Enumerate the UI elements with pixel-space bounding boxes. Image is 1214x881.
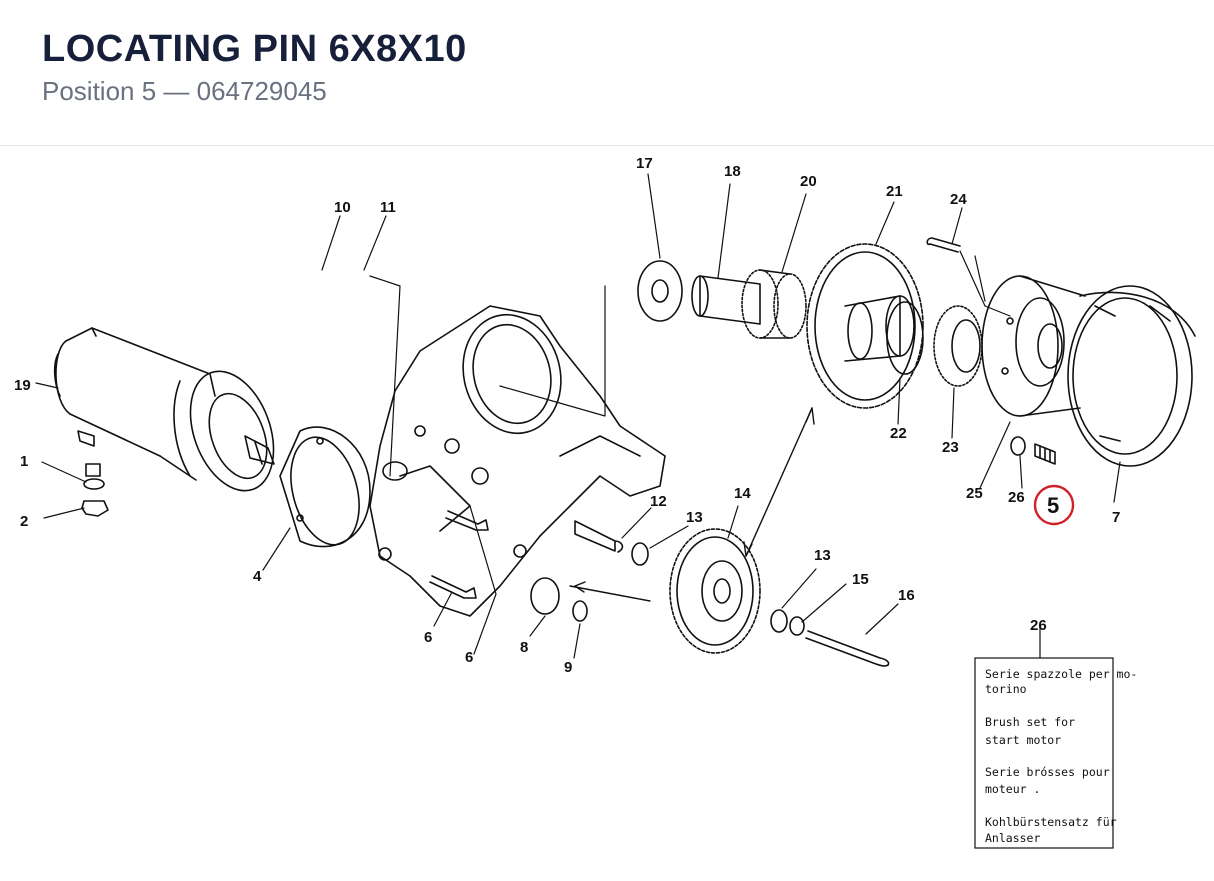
crankcase-cover-part[interactable]: [369, 304, 666, 617]
diagram-drawing: 19 1 2 4 10 11 6 6 8 9 12 13 14 13 15 16…: [14, 155, 1196, 849]
bolt-part[interactable]: [429, 575, 477, 599]
page-header: LOCATING PIN 6X8X10 Position 5 — 0647290…: [0, 0, 1214, 146]
brush-set-note-box: Serie spazzole per mo- torino Brush set …: [974, 657, 1137, 849]
flywheel-cup-part[interactable]: [1067, 285, 1196, 467]
highlight-circle: [1033, 484, 1075, 526]
callout-12[interactable]: 12: [650, 493, 667, 510]
screw-part[interactable]: [926, 237, 961, 253]
freewheel-gear-part[interactable]: [806, 243, 924, 409]
note-line: Serie spazzole per mo-: [985, 667, 1137, 681]
thrust-washer-part[interactable]: [637, 260, 683, 322]
callout-18[interactable]: 18: [724, 163, 741, 180]
flywheel-hub-part[interactable]: [981, 275, 1086, 417]
note-line: torino: [985, 682, 1027, 696]
callout-2[interactable]: 2: [20, 513, 28, 530]
note-line: moteur .: [985, 782, 1040, 796]
roller-bearing-part[interactable]: [741, 269, 807, 339]
bolt-part[interactable]: [445, 510, 489, 531]
freewheel-ring-part[interactable]: [886, 301, 924, 375]
note-line: Anlasser: [985, 831, 1040, 845]
note-border: [974, 657, 1114, 849]
washer-part[interactable]: [770, 609, 788, 633]
callout-11[interactable]: 11: [380, 199, 396, 216]
washer-part[interactable]: [789, 616, 805, 636]
callout-1[interactable]: 1: [20, 453, 28, 470]
callout-17[interactable]: 17: [636, 155, 653, 172]
sleeve-part[interactable]: [691, 275, 761, 325]
washer-part[interactable]: [631, 542, 649, 566]
callout-16[interactable]: 16: [898, 587, 915, 604]
note-line: Serie brósses pour: [985, 765, 1110, 779]
callout-19[interactable]: 20: [800, 173, 817, 190]
callout-26[interactable]: 26: [1030, 617, 1047, 634]
callout-13b[interactable]: 13: [814, 547, 831, 564]
long-bolt-part[interactable]: [805, 630, 890, 667]
starter-motor-part[interactable]: [53, 327, 289, 502]
small-gear-part[interactable]: [530, 577, 560, 615]
shaft-part[interactable]: [574, 520, 624, 553]
callout-21[interactable]: 22: [890, 425, 907, 442]
note-line: start motor: [985, 733, 1061, 747]
callout-7[interactable]: 7: [1112, 509, 1120, 526]
callout-24[interactable]: 25: [966, 485, 983, 502]
needle-bearing-part[interactable]: [933, 305, 983, 387]
callout-20[interactable]: 21: [886, 183, 903, 200]
page-title: LOCATING PIN 6X8X10: [42, 28, 467, 70]
callout-6b[interactable]: 6: [465, 649, 473, 666]
exploded-parts-diagram: 19 1 2 4 10 11 6 6 8 9 12 13 14 13 15 16…: [0, 146, 1214, 876]
note-line: Kohlbürstensatz für: [985, 815, 1117, 829]
callout-9[interactable]: 9: [564, 659, 572, 676]
callout-25[interactable]: 26: [1008, 489, 1025, 506]
callout-14[interactable]: 14: [734, 485, 751, 502]
callout-4[interactable]: 4: [253, 568, 262, 585]
note-line: Brush set for: [985, 715, 1075, 729]
page-subtitle: Position 5 — 064729045: [42, 76, 327, 106]
nut-part[interactable]: [81, 500, 109, 517]
callout-10[interactable]: 10: [334, 199, 351, 216]
circlip-part[interactable]: [572, 600, 588, 622]
callout-8[interactable]: 8: [520, 639, 528, 656]
callout-5: 5: [1047, 493, 1059, 518]
washer-part[interactable]: [83, 478, 105, 490]
callout-3[interactable]: 19: [14, 377, 31, 394]
callout-13a[interactable]: 13: [686, 509, 703, 526]
intermediate-gear-part[interactable]: [669, 528, 761, 654]
gasket-plate-part[interactable]: [279, 426, 371, 552]
highlight-position-5[interactable]: 5: [1033, 484, 1075, 526]
callout-23[interactable]: 24: [950, 191, 967, 208]
locating-pin-part[interactable]: [1034, 443, 1056, 465]
washer-part[interactable]: [1010, 436, 1026, 456]
callout-22[interactable]: 23: [942, 439, 959, 456]
callout-15[interactable]: 15: [852, 571, 869, 588]
callout-6a[interactable]: 6: [424, 629, 432, 646]
